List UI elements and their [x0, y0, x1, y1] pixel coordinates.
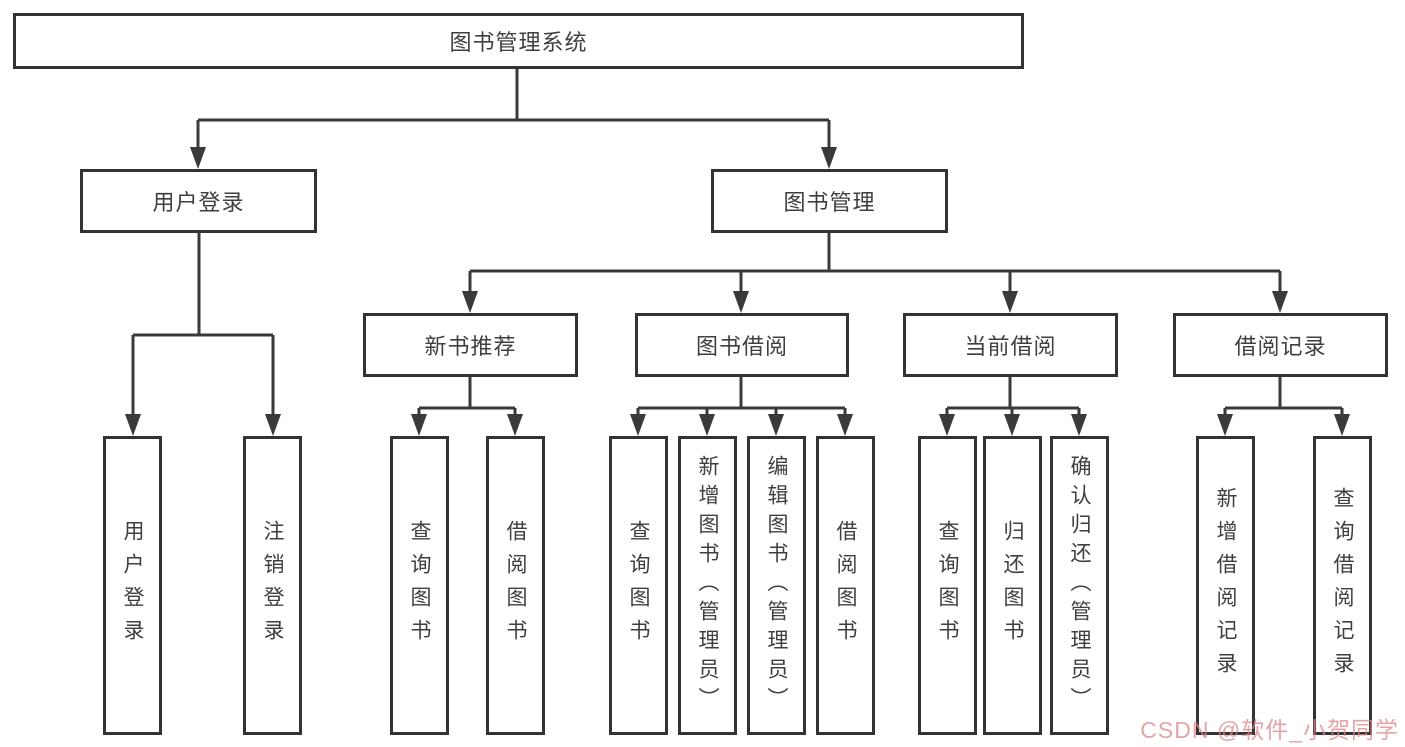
- leaf-edit-book-admin: 编辑图书（管理员）: [747, 436, 806, 735]
- leaf-confirm-return-admin: 确认归还（管理员）: [1050, 436, 1109, 735]
- node-user-login: 用户登录: [80, 169, 317, 233]
- leaf-borrow-book-1-label: 借阅图书: [504, 519, 527, 652]
- node-borrow-records-label: 借阅记录: [1234, 334, 1327, 359]
- node-current-borrow-label: 当前借阅: [964, 334, 1057, 359]
- leaf-query-book-2: 查询图书: [609, 436, 668, 735]
- arrowheads: [125, 147, 1350, 436]
- leaf-borrow-book-1: 借阅图书: [486, 436, 545, 735]
- leaf-user-login-label: 用户登录: [121, 519, 144, 652]
- node-current-borrow: 当前借阅: [903, 313, 1118, 377]
- node-new-book-recommend-label: 新书推荐: [424, 334, 517, 359]
- leaf-user-login: 用户登录: [103, 436, 162, 735]
- node-new-book-recommend: 新书推荐: [363, 313, 578, 377]
- node-book-borrow: 图书借阅: [635, 313, 849, 377]
- leaf-logout: 注销登录: [243, 436, 302, 735]
- leaf-query-borrow-record: 查询借阅记录: [1313, 436, 1372, 735]
- node-book-borrow-label: 图书借阅: [695, 334, 788, 359]
- leaf-query-book-3: 查询图书: [918, 436, 977, 735]
- node-book-management: 图书管理: [711, 169, 948, 233]
- connector-paths: [131, 69, 1344, 415]
- node-book-management-label: 图书管理: [783, 190, 876, 215]
- leaf-add-book-admin: 新增图书（管理员）: [678, 436, 737, 735]
- leaf-query-book-2-label: 查询图书: [627, 519, 650, 652]
- leaf-add-book-admin-label: 新增图书（管理员）: [696, 455, 719, 716]
- leaf-confirm-return-admin-label: 确认归还（管理员）: [1068, 455, 1091, 716]
- leaf-edit-book-admin-label: 编辑图书（管理员）: [765, 455, 788, 716]
- node-user-login-label: 用户登录: [152, 190, 245, 215]
- leaf-query-book-1-label: 查询图书: [408, 519, 431, 652]
- leaf-return-book: 归还图书: [983, 436, 1042, 735]
- leaf-query-borrow-record-label: 查询借阅记录: [1331, 486, 1354, 685]
- leaf-query-book-1: 查询图书: [390, 436, 449, 735]
- leaf-logout-label: 注销登录: [261, 519, 284, 652]
- node-borrow-records: 借阅记录: [1173, 313, 1388, 377]
- leaf-query-book-3-label: 查询图书: [936, 519, 959, 652]
- node-root-label: 图书管理系统: [449, 30, 588, 55]
- leaf-add-borrow-record: 新增借阅记录: [1196, 436, 1255, 735]
- leaf-add-borrow-record-label: 新增借阅记录: [1214, 486, 1237, 685]
- node-root: 图书管理系统: [13, 13, 1024, 69]
- leaf-borrow-book-2-label: 借阅图书: [834, 519, 857, 652]
- leaf-return-book-label: 归还图书: [1001, 519, 1024, 652]
- leaf-borrow-book-2: 借阅图书: [816, 436, 875, 735]
